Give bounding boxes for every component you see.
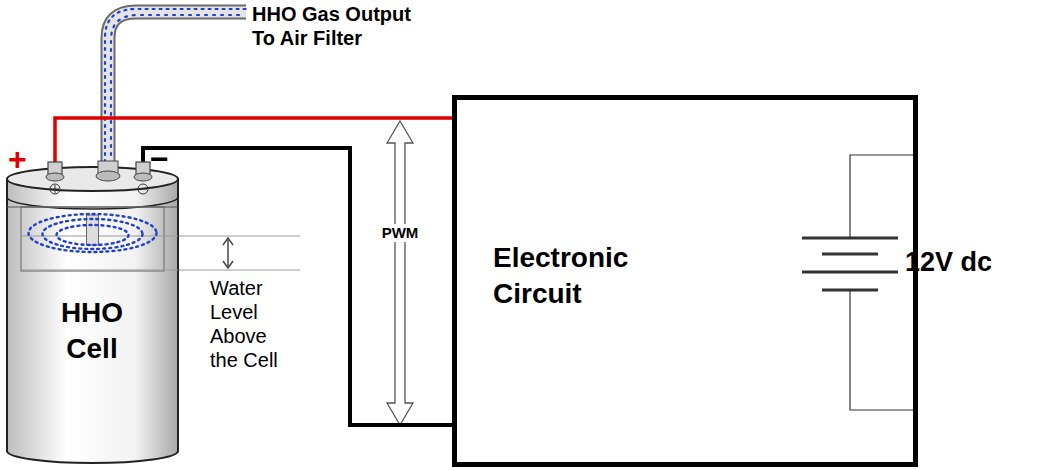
water-level-marker bbox=[178, 236, 300, 270]
pwm-arrow bbox=[387, 121, 413, 425]
node-text: Electronic Circuit bbox=[493, 240, 703, 313]
negative-sign: − bbox=[150, 140, 180, 178]
battery-symbol bbox=[802, 155, 918, 410]
gas-tube bbox=[105, 9, 246, 162]
pwm-signal-label: PWM bbox=[380, 224, 420, 242]
hho-cell: HHO Cell bbox=[5, 165, 180, 465]
positive-sign: + bbox=[8, 140, 38, 178]
electronic-circuit-box: Electronic Circuit bbox=[452, 95, 918, 467]
gas-output-label: HHO Gas Output To Air Filter bbox=[252, 2, 432, 50]
battery-voltage-label: 12V dc bbox=[905, 246, 1040, 278]
positive-wire bbox=[55, 118, 452, 165]
node-text: HHO Cell bbox=[42, 295, 142, 368]
negative-wire bbox=[143, 148, 452, 425]
water-level-label: Water Level Above the Cell bbox=[210, 276, 298, 372]
